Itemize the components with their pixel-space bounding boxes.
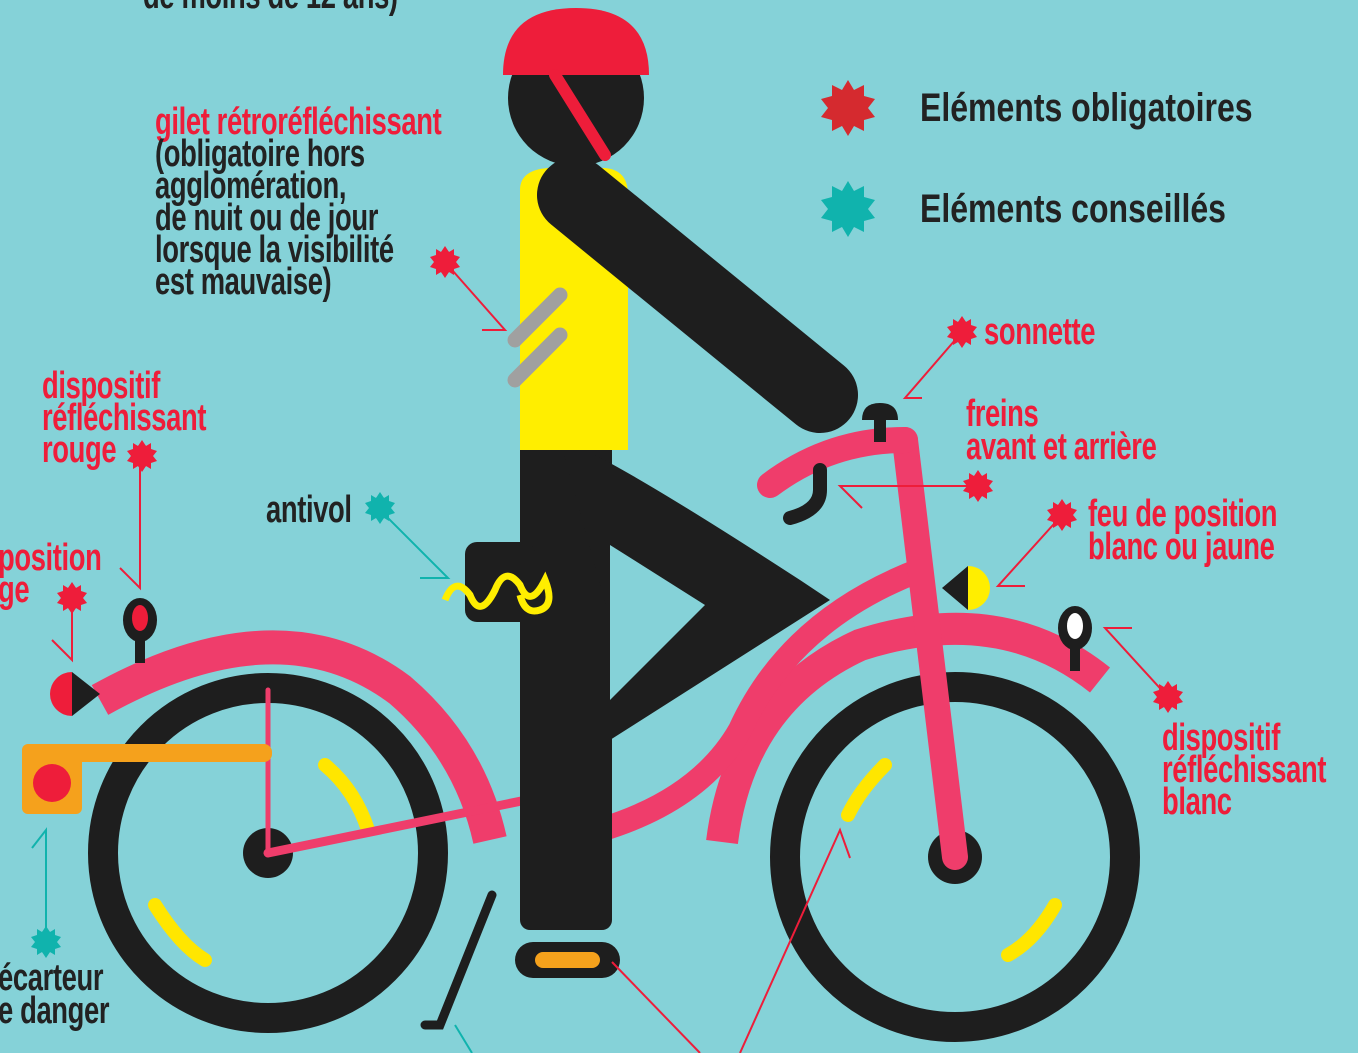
safety-spacer: [22, 744, 272, 814]
top-cropped-text: de moins de 12 ans): [143, 0, 398, 14]
rider-head: [503, 8, 649, 166]
rear-reflector-icon: [123, 598, 157, 663]
rear-light-icon: [50, 672, 100, 716]
legend-recommended-label: Eléments conseillés: [920, 187, 1226, 232]
legend-mandatory-label: Eléments obligatoires: [920, 86, 1253, 131]
helmet-icon: [503, 8, 649, 75]
red-starburst-icon: [821, 80, 875, 136]
spacer-pointer: [32, 830, 46, 942]
front-light-label: feu de position blanc ou jaune: [1088, 498, 1277, 564]
rear-spoke-reflector-bottom: [155, 905, 205, 960]
pedal-pointer: [612, 962, 700, 1053]
rider-torso: [515, 168, 820, 450]
vest-note: (obligatoire hors agglomération, de nuit…: [155, 138, 394, 298]
front-light-icon: [942, 566, 990, 610]
spacer-line: e danger: [0, 995, 109, 1028]
bell-label: sonnette: [984, 314, 1095, 350]
lock-label: antivol: [266, 492, 352, 528]
bell-icon: [862, 403, 898, 420]
lock-pointer: [380, 510, 448, 578]
rear-spoke-reflector-top: [325, 765, 368, 830]
spacer-label: écarteur e danger: [0, 962, 109, 1028]
front-light-pointer: [998, 515, 1062, 586]
spacer-recommended-marker: [31, 926, 61, 958]
brakes-mandatory-marker: [963, 470, 993, 502]
front-spoke-reflector-top: [848, 765, 885, 815]
rear-reflector-pointer: [120, 458, 140, 588]
kickstand-pointer: [455, 1025, 472, 1053]
front-reflector-label: dispositif réfléchissant blanc: [1162, 722, 1326, 818]
front-spoke-reflector-bottom: [1008, 905, 1055, 955]
front-light-line: blanc ou jaune: [1088, 531, 1277, 564]
brakes-label: freins avant et arrière: [966, 398, 1156, 464]
rear-reflector-label: dispositif réfléchissant rouge: [42, 370, 206, 466]
front-reflector-pointer: [1105, 628, 1168, 697]
teal-starburst-icon: [821, 181, 875, 237]
pedal-reflector: [535, 952, 600, 968]
rear-light-label: position ge: [0, 542, 102, 606]
brakes-line: avant et arrière: [966, 431, 1156, 464]
